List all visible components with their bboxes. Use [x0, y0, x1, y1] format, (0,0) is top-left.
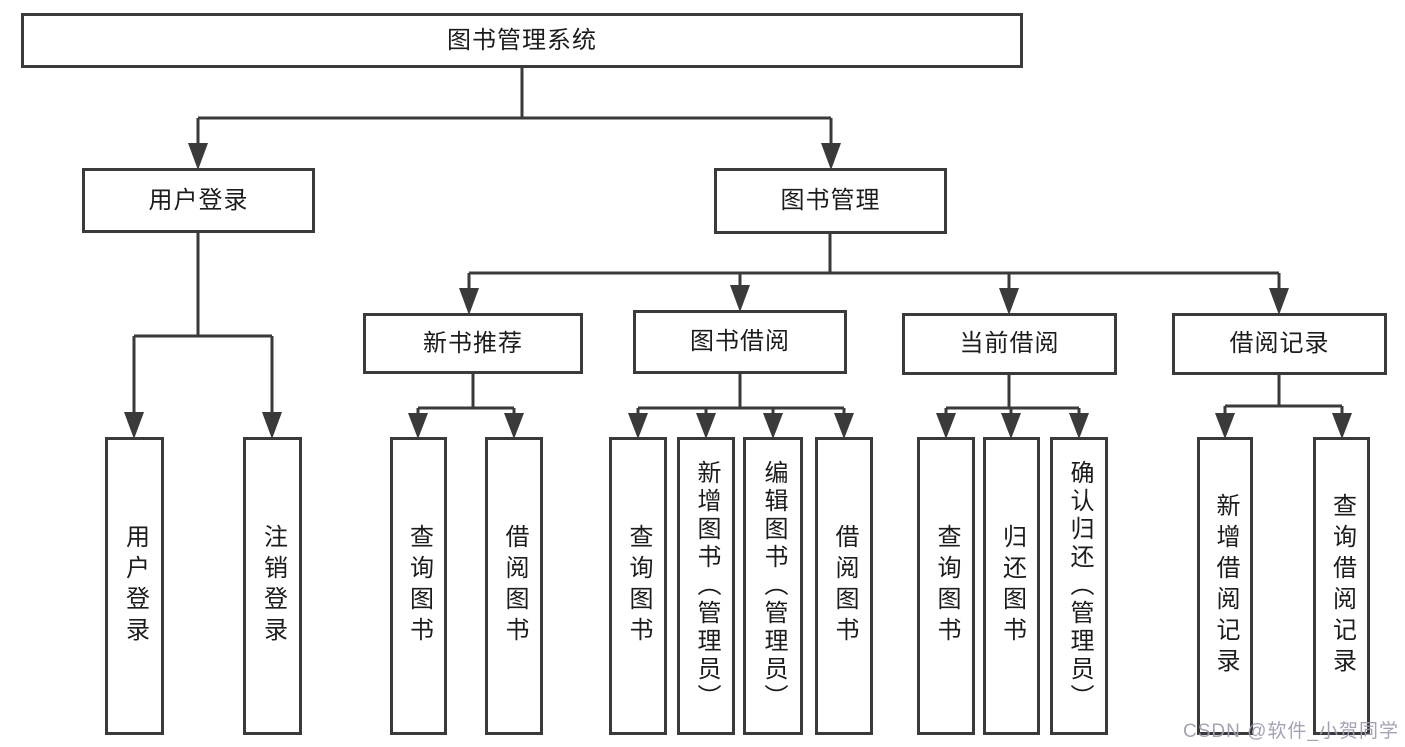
leaf-add-borrow-record: 新增借阅记录	[1197, 437, 1253, 735]
leaf-query-books-3: 查询图书	[917, 437, 975, 735]
leaf-return-book: 归还图书	[983, 437, 1040, 735]
node-borrow-records: 借阅记录	[1172, 313, 1387, 375]
leaf-borrow-books-2: 借阅图书	[815, 437, 873, 735]
leaf-confirm-return-admin: 确认归还（管理员）	[1050, 437, 1108, 735]
leaf-logout: 注销登录	[243, 437, 302, 735]
node-book-borrow: 图书借阅	[633, 310, 847, 374]
node-new-book-recommend: 新书推荐	[363, 313, 583, 374]
leaf-query-books-2: 查询图书	[609, 437, 667, 735]
leaf-borrow-books-1: 借阅图书	[485, 437, 543, 735]
node-root: 图书管理系统	[21, 13, 1023, 68]
node-current-borrow: 当前借阅	[902, 313, 1117, 375]
csdn-watermark: CSDN @软件_小贺同学	[1183, 721, 1399, 742]
node-book-management: 图书管理	[714, 168, 947, 234]
leaf-user-login: 用户登录	[105, 437, 164, 735]
node-user-login: 用户登录	[82, 168, 315, 233]
leaf-add-book-admin: 新增图书（管理员）	[677, 437, 735, 735]
leaf-query-borrow-record: 查询借阅记录	[1313, 437, 1370, 735]
leaf-query-books-1: 查询图书	[390, 437, 447, 735]
leaf-edit-book-admin: 编辑图书（管理员）	[743, 437, 803, 735]
